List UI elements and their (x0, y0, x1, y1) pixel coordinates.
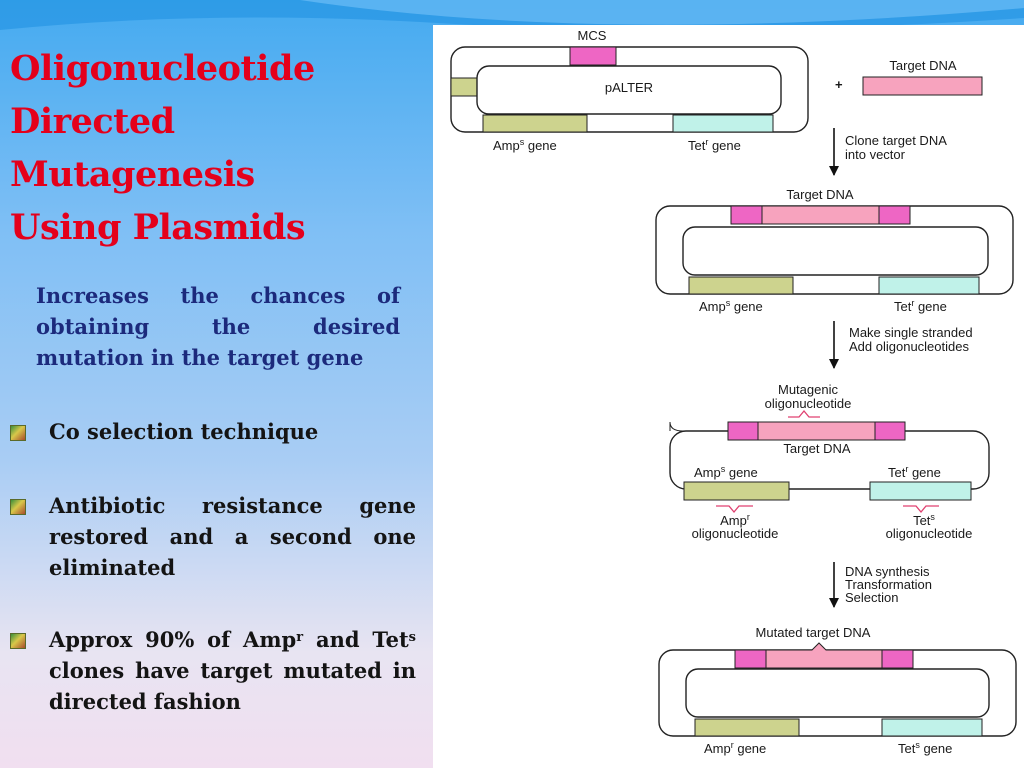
mutagenic-label: oligonucleotide (765, 396, 852, 411)
tet-gene-label: Tetr gene (894, 298, 947, 314)
mcs-segment (730, 205, 763, 225)
header-swoosh (0, 0, 1024, 31)
arrow-label: Clone target DNA (845, 133, 947, 148)
bullet-item: Antibiotic resistance gene restored and … (10, 490, 416, 583)
mcs-label: MCS (578, 28, 607, 43)
bullet-icon (10, 499, 26, 515)
arrow-label: Make single stranded (849, 325, 973, 340)
tet-gene-label: Tetr gene (688, 137, 741, 153)
bullet-item: Approx 90% of Ampr and Tets clones have … (10, 624, 416, 717)
target-dna-segment (757, 421, 876, 441)
tet-segment (881, 718, 983, 737)
mutagenic-oligo (788, 409, 820, 418)
amp-oligo-label: oligonucleotide (692, 526, 779, 541)
step3-plasmid: Mutagenic oligonucleotide Target DNA Amp… (669, 382, 990, 541)
intro-text: Increases the chances of obtaining the d… (36, 283, 400, 370)
mutated-target-segment (765, 642, 883, 669)
bullet-text: Co selection technique (49, 419, 319, 444)
arrow-step2: Make single stranded Add oligonucleotide… (829, 321, 973, 369)
target-dna-insert (862, 76, 983, 96)
arrow-label: DNA synthesis (845, 564, 930, 579)
amp-segment (482, 114, 588, 133)
tet-segment (869, 481, 972, 501)
arrow-step1: Clone target DNA into vector (829, 128, 947, 176)
tet-oligo-label: oligonucleotide (886, 526, 973, 541)
target-dna-segment (761, 205, 880, 225)
mcs-segment (734, 649, 767, 669)
mcs-segment (878, 205, 911, 225)
tet-gene-label: Tetr gene (888, 464, 941, 480)
slide-title: Oligonucleotide Directed Mutagenesis Usi… (10, 42, 430, 254)
target-dna-label: Target DNA (786, 187, 854, 202)
tet-gene-label: Tets gene (898, 740, 952, 756)
plasmid-inner (685, 668, 990, 718)
tet-segment (878, 276, 980, 295)
amp-gene-label: Ampr gene (704, 740, 766, 756)
target-dna-label: Target DNA (889, 58, 957, 73)
vector-label: pALTER (605, 80, 653, 95)
mcs-segment (874, 421, 906, 441)
bullet-icon (10, 425, 26, 441)
title-line: Mutagenesis (10, 154, 255, 195)
mutagenic-label: Mutagenic (778, 382, 838, 397)
amp-oligo-label: Ampr (720, 512, 750, 528)
mcs-segment (569, 46, 617, 66)
arrow-step3: DNA synthesis Transformation Selection (829, 562, 932, 608)
mutagenesis-diagram: MCS pALTER Amps gene Tetr gene + Target … (450, 28, 1017, 756)
mcs-segment (881, 649, 914, 669)
bullet-text: Approx 90% of Ampr and Tets clones have … (49, 627, 416, 714)
step1-plasmid: MCS pALTER Amps gene Tetr gene + Target … (450, 28, 983, 153)
amp-gene-label: Amps gene (694, 464, 758, 480)
amp-segment (683, 481, 790, 501)
target-dna-label: Target DNA (783, 441, 851, 456)
tet-oligo-label: Tets (913, 512, 935, 528)
arrow-label: Selection (845, 590, 898, 605)
amp-segment (694, 718, 800, 737)
plasmid-inner (476, 65, 782, 115)
amp-gene-label: Amps gene (493, 137, 557, 153)
tet-oligo (903, 505, 939, 514)
mcs-segment (727, 421, 759, 441)
arrow-label: Add oligonucleotides (849, 339, 969, 354)
arrow-label: into vector (845, 147, 906, 162)
mutated-target-label: Mutated target DNA (756, 625, 871, 640)
amp-segment (688, 276, 794, 295)
plus-sign: + (835, 77, 843, 92)
bullet-item: Co selection technique (10, 416, 416, 447)
amp-gene-label: Amps gene (699, 298, 763, 314)
diagram-panel: MCS pALTER Amps gene Tetr gene + Target … (433, 25, 1024, 768)
arrow-label: Transformation (845, 577, 932, 592)
plasmid-inner (682, 226, 989, 276)
bullet-text: Antibiotic resistance gene restored and … (49, 493, 416, 580)
amp-oligo (716, 505, 753, 514)
title-line: Directed (10, 101, 175, 142)
tet-segment (672, 114, 774, 133)
title-line: Oligonucleotide (10, 48, 315, 89)
step2-plasmid: Target DNA Amps gene Tetr gene (655, 187, 1014, 314)
gene-stub (450, 77, 480, 97)
bullet-icon (10, 633, 26, 649)
title-line: Using Plasmids (10, 207, 306, 248)
step4-plasmid: Mutated target DNA Ampr gene Tets gene (658, 625, 1017, 756)
